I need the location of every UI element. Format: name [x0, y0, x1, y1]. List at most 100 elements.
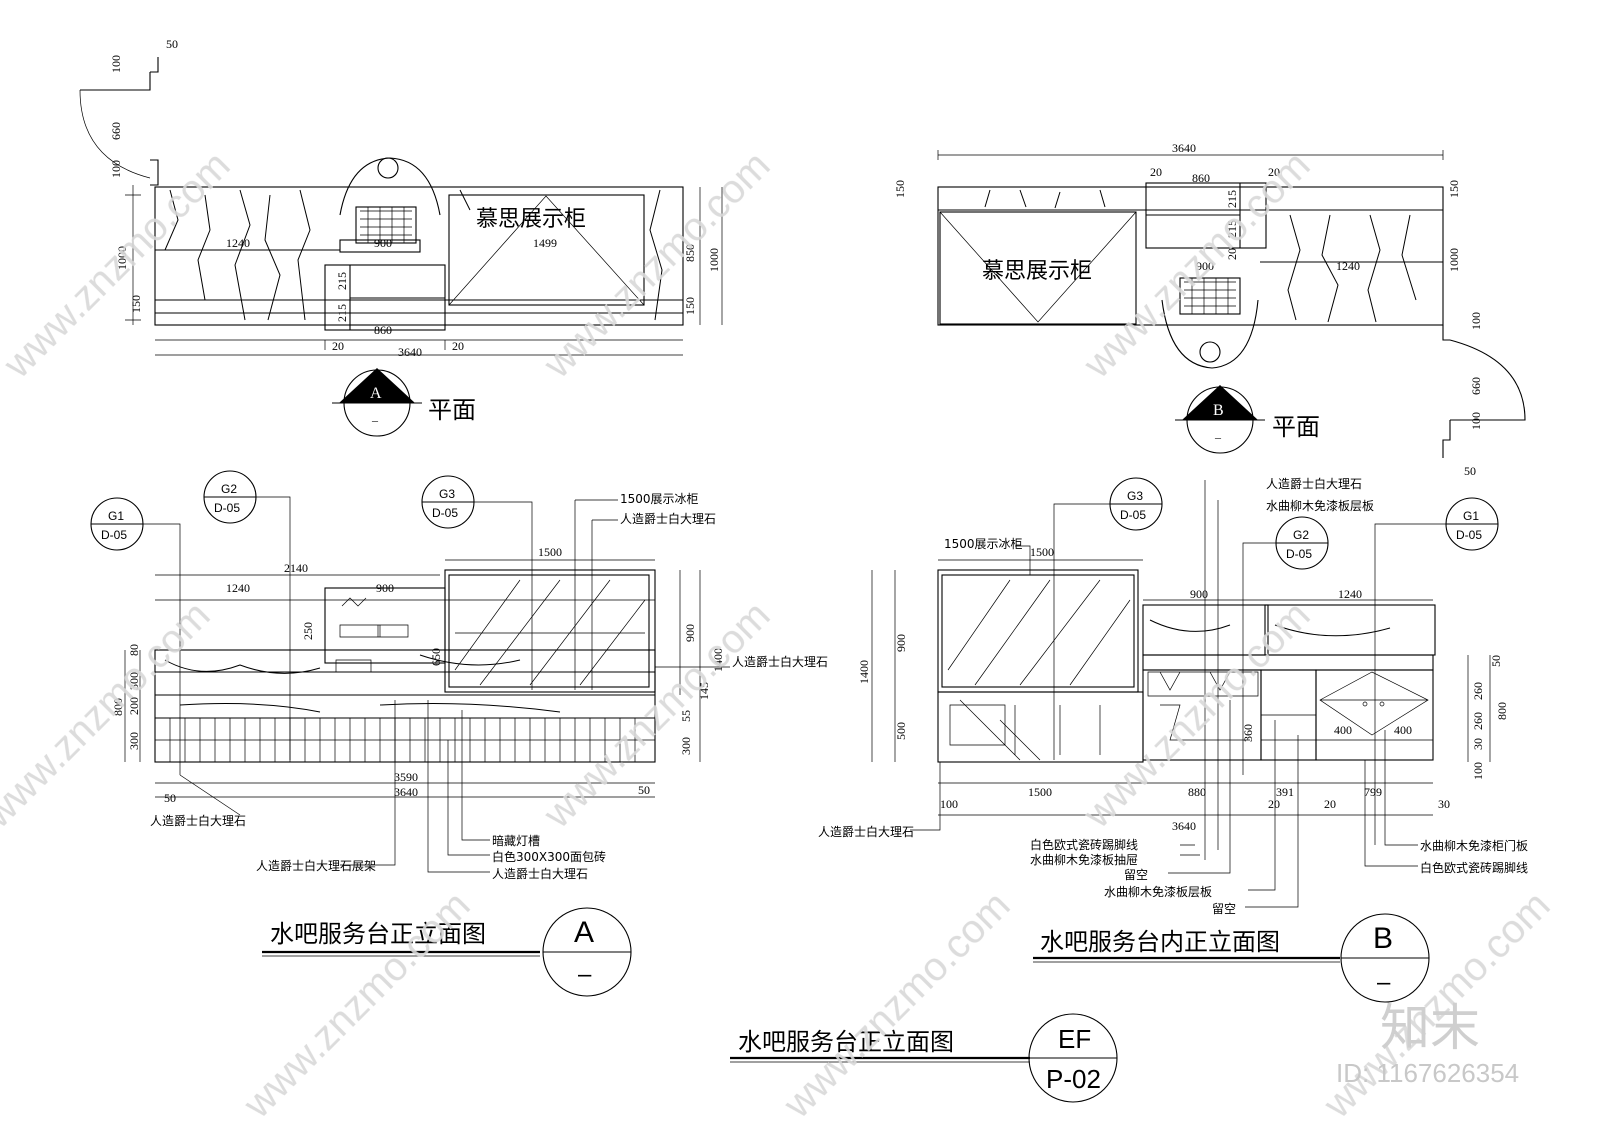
svg-text:1000: 1000	[707, 248, 721, 272]
svg-text:人造爵士白大理石: 人造爵士白大理石	[620, 511, 716, 526]
svg-text:人造爵士白大理石: 人造爵士白大理石	[492, 866, 588, 881]
svg-text:100: 100	[109, 160, 123, 178]
svg-text:150: 150	[893, 180, 907, 198]
svg-text:20: 20	[1268, 797, 1280, 811]
svg-text:20: 20	[1225, 248, 1239, 260]
svg-text:215: 215	[335, 272, 349, 290]
svg-text:900: 900	[683, 624, 697, 642]
svg-text:100: 100	[1469, 412, 1483, 430]
svg-text:391: 391	[1276, 785, 1294, 799]
svg-text:G2: G2	[1293, 528, 1309, 542]
svg-text:100: 100	[109, 55, 123, 73]
plan-b-cabinet-label: 慕思展示柜	[982, 259, 1092, 284]
svg-text:900: 900	[374, 236, 392, 250]
svg-text:1500: 1500	[538, 545, 562, 559]
svg-text:900: 900	[376, 581, 394, 595]
svg-text:1500展示冰柜: 1500展示冰柜	[944, 537, 1023, 551]
svg-text:100: 100	[1471, 762, 1485, 780]
svg-text:D-05: D-05	[214, 501, 240, 515]
plan-b: 慕思展示柜 3640 20 860 20 150 150 215 215 20 …	[893, 141, 1526, 478]
plan-a-label: 平面	[428, 396, 476, 424]
watermark-id: ID: 1167626354	[1336, 1058, 1519, 1088]
plan-b-section-symbol: B –	[1175, 385, 1265, 454]
svg-text:人造爵士白大理石展架: 人造爵士白大理石展架	[256, 858, 376, 873]
svg-text:3590: 3590	[394, 770, 418, 784]
svg-text:145: 145	[697, 682, 711, 700]
svg-text:260: 260	[1471, 712, 1485, 730]
svg-text:860: 860	[374, 323, 392, 337]
svg-text:799: 799	[1364, 785, 1382, 799]
svg-text:900: 900	[1196, 259, 1214, 273]
svg-text:660: 660	[109, 122, 123, 140]
svg-text:20: 20	[1268, 165, 1280, 179]
svg-text:1500: 1500	[1030, 545, 1054, 559]
sheet-code-top: EF	[1058, 1024, 1091, 1054]
svg-text:80: 80	[127, 644, 141, 656]
svg-text:D-05: D-05	[432, 506, 458, 520]
svg-text:300: 300	[127, 732, 141, 750]
svg-text:A: A	[370, 385, 382, 402]
svg-text:30: 30	[1471, 738, 1485, 750]
elev-b-tag-g3: G3 D-05	[1109, 477, 1163, 531]
svg-text:www.znzmo.com: www.znzmo.com	[535, 143, 779, 387]
svg-text:20: 20	[1150, 165, 1162, 179]
svg-text:D-05: D-05	[1286, 547, 1312, 561]
svg-text:150: 150	[1447, 180, 1461, 198]
svg-text:水曲柳木免漆板抽屉: 水曲柳木免漆板抽屉	[1030, 852, 1138, 867]
svg-text:3640: 3640	[1172, 141, 1196, 155]
svg-text:3640: 3640	[394, 785, 418, 799]
svg-text:360: 360	[1241, 724, 1255, 742]
svg-text:G1: G1	[108, 509, 124, 523]
svg-text:20: 20	[452, 339, 464, 353]
svg-text:100: 100	[940, 797, 958, 811]
svg-text:1400: 1400	[711, 648, 725, 672]
svg-text:1240: 1240	[226, 236, 250, 250]
elev-a-tag-g3: G3 D-05	[421, 475, 475, 529]
svg-text:55: 55	[679, 710, 693, 722]
sheet-code-bottom: P-02	[1046, 1064, 1101, 1094]
plan-b-label: 平面	[1272, 413, 1320, 441]
svg-text:1000: 1000	[115, 246, 129, 270]
svg-text:20: 20	[1324, 797, 1336, 811]
elev-b-title: 水吧服务台内正立面图	[1040, 928, 1280, 956]
watermark-brand: 知末	[1380, 999, 1480, 1057]
svg-text:250: 250	[301, 622, 315, 640]
svg-text:200: 200	[127, 697, 141, 715]
svg-text:900: 900	[1190, 587, 1208, 601]
elevation-a: G1 D-05 G2 D-05 G3 D-05 2140 1240	[90, 470, 828, 997]
svg-text:白色300X300面包砖: 白色300X300面包砖	[492, 849, 606, 864]
svg-text:215: 215	[335, 304, 349, 322]
svg-text:暗藏灯槽: 暗藏灯槽	[492, 833, 540, 848]
svg-text:B: B	[1373, 922, 1393, 955]
svg-text:880: 880	[1188, 785, 1206, 799]
elev-a-tag-g1: G1 D-05	[90, 497, 144, 551]
elev-a-title: 水吧服务台正立面图	[270, 920, 486, 948]
svg-text:50: 50	[1489, 655, 1503, 667]
svg-text:人造爵士白大理石: 人造爵士白大理石	[150, 813, 246, 828]
elev-b-tag-g1: G1 D-05	[1445, 497, 1499, 551]
svg-text:800: 800	[1495, 702, 1509, 720]
elev-b-tag-g2: G2 D-05	[1275, 516, 1329, 570]
svg-text:白色欧式瓷砖踢脚线: 白色欧式瓷砖踢脚线	[1420, 860, 1528, 875]
svg-text:300: 300	[127, 672, 141, 690]
svg-text:留空: 留空	[1124, 868, 1148, 882]
svg-text:150: 150	[683, 297, 697, 315]
svg-text:www.znzmo.com: www.znzmo.com	[0, 593, 219, 837]
svg-text:650: 650	[429, 648, 443, 666]
svg-text:白色欧式瓷砖踢脚线: 白色欧式瓷砖踢脚线	[1030, 837, 1138, 852]
svg-text:660: 660	[1469, 377, 1483, 395]
elev-b-symbol: B –	[1340, 913, 1430, 1003]
svg-text:800: 800	[111, 698, 125, 716]
svg-text:水曲柳木免漆板层板: 水曲柳木免漆板层板	[1266, 498, 1374, 513]
sheet-title: 水吧服务台正立面图 EF P-02	[730, 1013, 1118, 1103]
svg-text:50: 50	[638, 783, 650, 797]
svg-text:50: 50	[164, 791, 176, 805]
svg-text:1499: 1499	[533, 236, 557, 250]
svg-text:G3: G3	[439, 487, 455, 501]
svg-text:850: 850	[683, 244, 697, 262]
svg-text:50: 50	[166, 37, 178, 51]
svg-text:留空: 留空	[1212, 902, 1236, 916]
plan-a-section-symbol: A –	[332, 368, 422, 437]
svg-text:D-05: D-05	[1456, 528, 1482, 542]
